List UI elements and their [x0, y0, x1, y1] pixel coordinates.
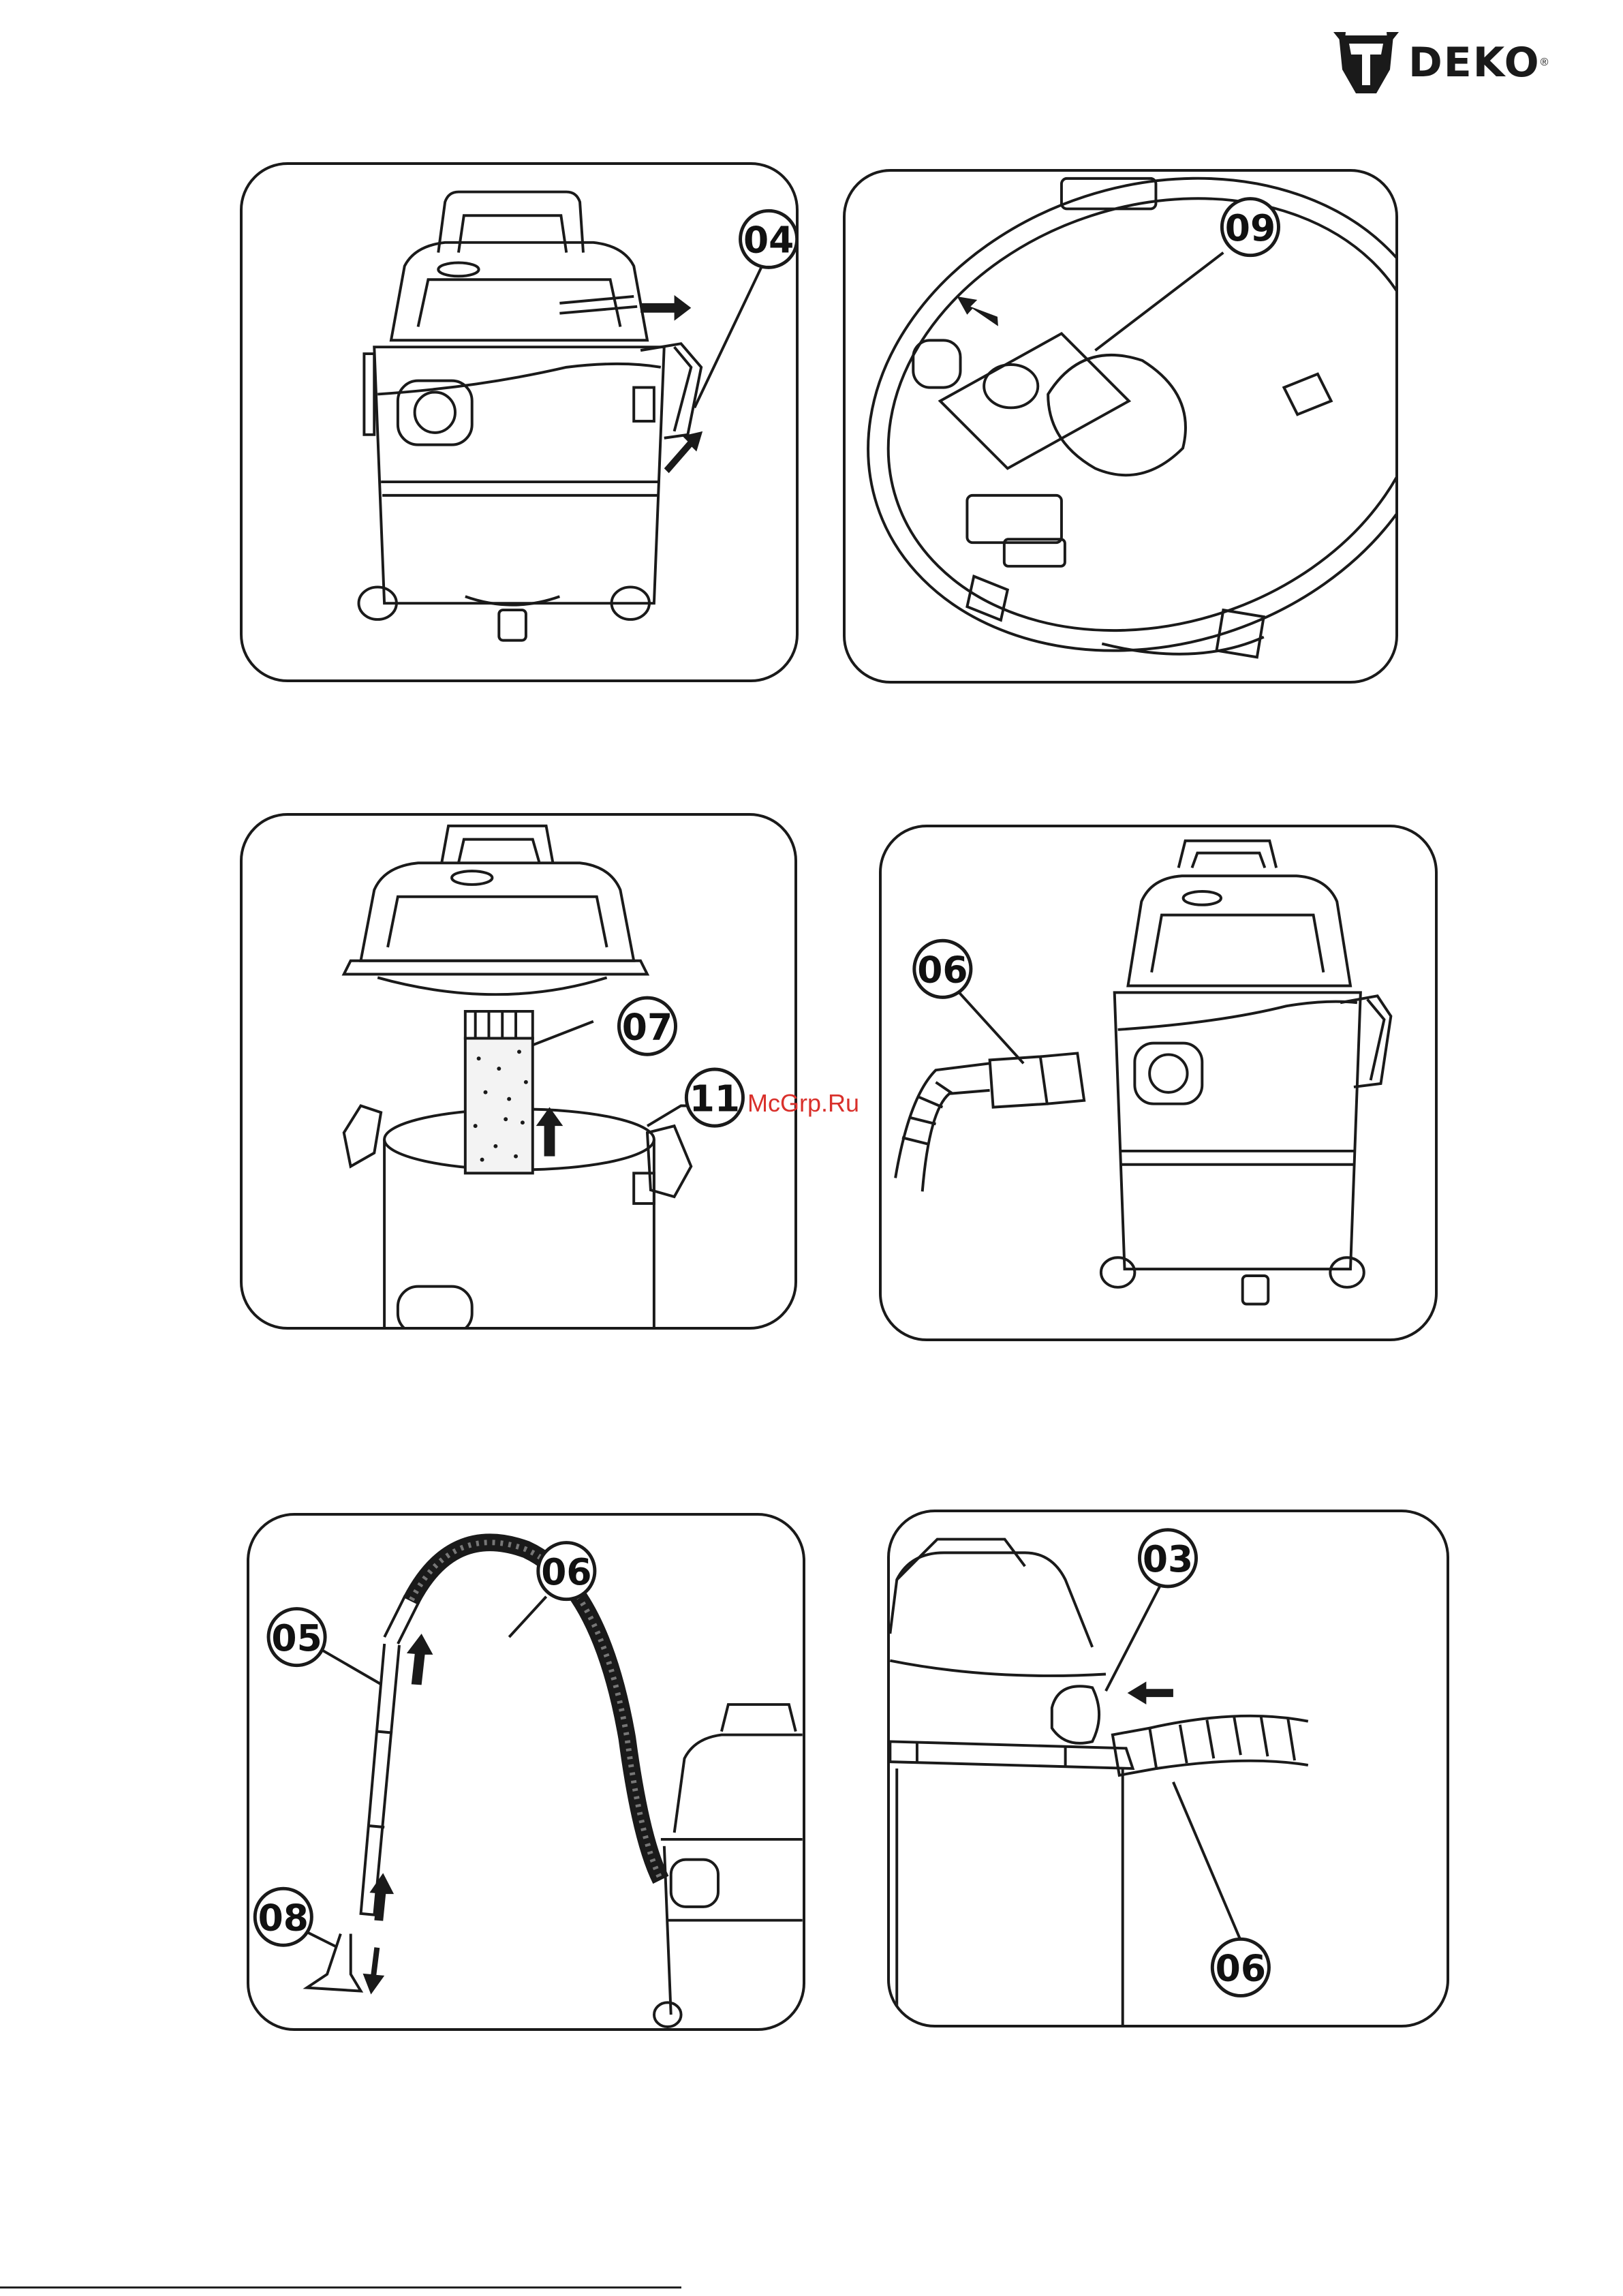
panel-6: 03 06	[887, 1510, 1449, 2027]
arrow-icon	[640, 295, 702, 473]
callout-06-hose: 06	[541, 1550, 591, 1593]
panel-4: 06	[879, 825, 1438, 1341]
callout-06: 06	[917, 949, 968, 992]
callout-09: 09	[1225, 206, 1276, 249]
callout-07: 07	[622, 1005, 673, 1048]
panel-2: 09	[843, 169, 1398, 684]
callout-05: 05	[271, 1617, 322, 1659]
panel-5: 06 05 08	[247, 1513, 805, 2031]
callout-04: 04	[743, 219, 794, 262]
vacuum-latch-illustration: 04	[243, 165, 796, 679]
hose-inlet-illustration: 03 06	[890, 1512, 1447, 2025]
filter-removal-illustration: 07 11	[243, 816, 794, 1327]
panel-1: 04	[240, 162, 799, 682]
watermark: McGrp.Ru	[747, 1089, 859, 1118]
callout-06-inlet: 06	[1216, 1947, 1266, 1990]
arrow-icon	[957, 296, 998, 326]
brand-name: DEKO	[1408, 39, 1541, 87]
arrow-icon	[536, 1107, 563, 1156]
callout-11: 11	[690, 1077, 740, 1120]
brand-logo: DEKO ®	[1332, 26, 1577, 100]
hose-connection-illustration: 06	[882, 827, 1435, 1338]
callout-03: 03	[1143, 1537, 1193, 1580]
callout-08: 08	[258, 1897, 309, 1940]
arrow-icon	[1128, 1681, 1173, 1704]
brand-logo-icon	[1332, 29, 1400, 97]
tank-interior-illustration: 09	[846, 172, 1395, 681]
page-bottom-rule	[0, 2286, 681, 2289]
panel-3: 07 11	[240, 813, 797, 1330]
arrow-icon	[363, 1634, 433, 1994]
brand-reg-mark: ®	[1541, 57, 1549, 69]
accessory-assembly-illustration: 06 05 08	[249, 1516, 803, 2028]
